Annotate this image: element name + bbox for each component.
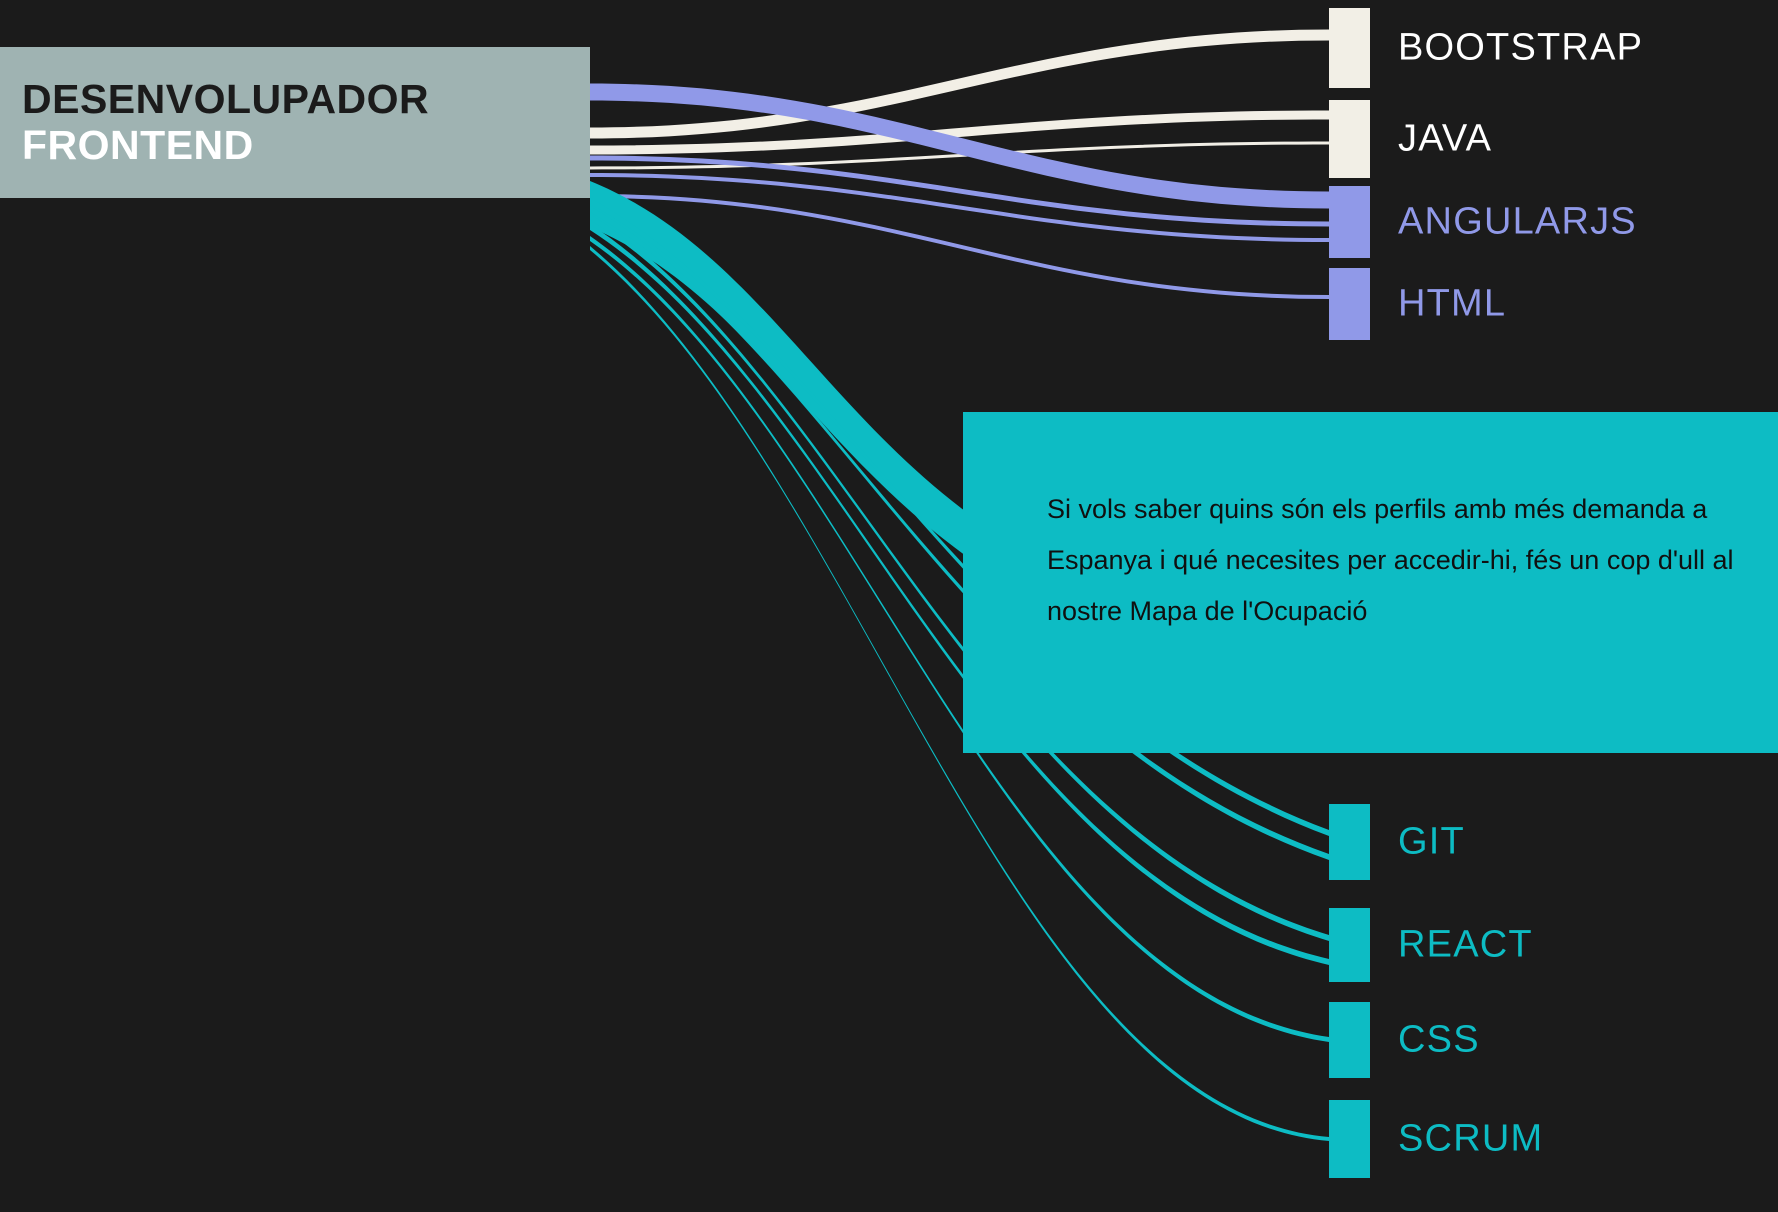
node-bar-scrum xyxy=(1329,1100,1370,1178)
node-label-java: JAVA xyxy=(1398,117,1493,160)
node-bar-html xyxy=(1329,268,1370,340)
sankey-node-bootstrap[interactable]: BOOTSTRAP xyxy=(1329,8,1642,88)
node-label-git: GIT xyxy=(1398,820,1465,863)
node-label-scrum: SCRUM xyxy=(1398,1117,1544,1160)
sankey-node-java[interactable]: JAVA xyxy=(1329,100,1491,178)
node-bar-java xyxy=(1329,100,1370,178)
node-bar-git xyxy=(1329,804,1370,880)
sankey-node-css[interactable]: CSS xyxy=(1329,1002,1479,1078)
sankey-link-java-2 xyxy=(590,141,1329,170)
sankey-link-html-6 xyxy=(590,194,1329,299)
sankey-link-angularjs-4 xyxy=(590,155,1329,227)
node-bar-css xyxy=(1329,1002,1370,1078)
sankey-link-java-1 xyxy=(590,110,1329,155)
sankey-link-angularjs-3 xyxy=(590,83,1329,209)
sankey-node-git[interactable]: GIT xyxy=(1329,804,1464,880)
sankey-link-angularjs-5 xyxy=(590,173,1329,242)
sankey-link-react-a xyxy=(590,214,1329,941)
node-label-css: CSS xyxy=(1398,1018,1480,1061)
sankey-link-git-b xyxy=(590,206,1329,860)
node-bar-angularjs xyxy=(1329,186,1370,258)
callout-text: Si vols saber quins són els perfils amb … xyxy=(1047,494,1734,626)
sankey-link-bootstrap-0 xyxy=(590,29,1329,139)
sankey-node-html[interactable]: HTML xyxy=(1329,268,1505,340)
sankey-node-angularjs[interactable]: ANGULARJS xyxy=(1329,186,1636,258)
node-label-angularjs: ANGULARJS xyxy=(1398,200,1637,243)
node-label-react: REACT xyxy=(1398,923,1533,966)
node-label-bootstrap: BOOTSTRAP xyxy=(1398,26,1644,69)
sankey-node-react[interactable]: REACT xyxy=(1329,908,1532,982)
callout-mapa-ocupacio[interactable]: Si vols saber quins són els perfils amb … xyxy=(963,412,1778,753)
source-title-line2: FRONTEND xyxy=(22,121,254,168)
node-label-html: HTML xyxy=(1398,282,1507,325)
node-bar-bootstrap xyxy=(1329,8,1370,88)
sankey-node-scrum[interactable]: SCRUM xyxy=(1329,1100,1542,1178)
node-bar-react xyxy=(1329,908,1370,982)
source-node-desenvolupador-frontend: DESENVOLUPADOR FRONTEND xyxy=(0,47,590,198)
source-title-line1: DESENVOLUPADOR xyxy=(22,76,430,122)
